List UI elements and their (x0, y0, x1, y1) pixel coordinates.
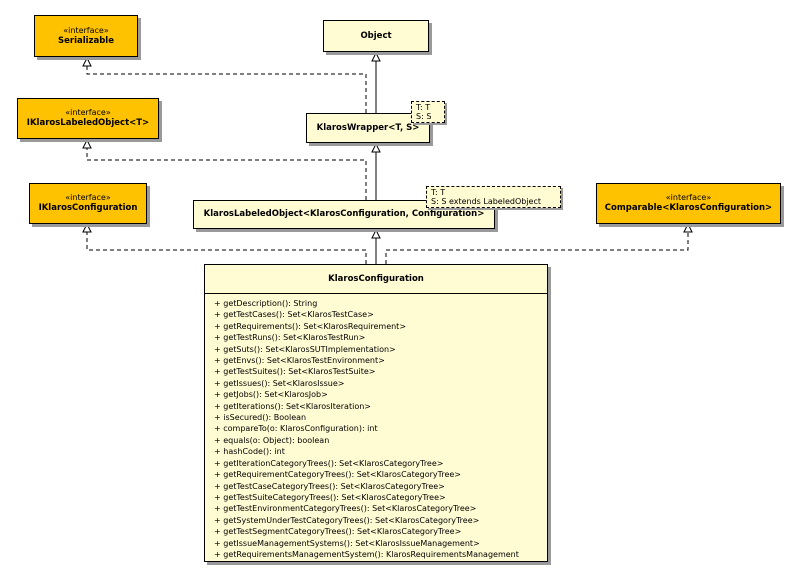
method-item: + getIssueManagementSystems(): Set<Klaro… (214, 538, 480, 548)
method-item: + compareTo(o: KlarosConfiguration): int (214, 424, 378, 434)
method-item: + getIterationCategoryTrees(): Set<Klaro… (214, 458, 444, 468)
serializable-name: Serializable (57, 36, 114, 46)
iklaros-configuration-name: IKlarosConfiguration (38, 203, 138, 213)
klaros-wrapper-class: KlarosWrapper<T, S> (306, 113, 430, 143)
method-item: + getTestSuiteCategoryTrees(): Set<Klaro… (214, 492, 446, 502)
wrapper-type-parameters: T: T S: S (411, 101, 445, 123)
object-class: Object (323, 20, 429, 52)
comparable-name: Comparable<KlarosConfiguration> (604, 203, 773, 213)
method-item: + hashCode(): int (214, 447, 285, 457)
iklaros-labeled-object-name: IKlarosLabeledObject<T> (26, 118, 150, 128)
iklaros-labeled-object-interface: «interface» IKlarosLabeledObject<T> (17, 98, 159, 139)
type-param-s: S: S (416, 112, 432, 121)
klaros-configuration-name: KlarosConfiguration (328, 273, 424, 284)
type-param-s: S: S extends LabeledObject (431, 197, 542, 206)
type-param-t: T: T (431, 188, 446, 197)
method-item: + getRequirementsManagementSystem(): Kla… (214, 549, 519, 559)
method-item: + getRequirements(): Set<KlarosRequireme… (214, 321, 407, 331)
method-item: + isSecured(): Boolean (214, 413, 307, 423)
config-realizes-comparable (385, 224, 688, 264)
stereotype-label: «interface» (65, 193, 111, 202)
method-item: + getRequirementCategoryTrees(): Set<Kla… (214, 470, 461, 480)
method-item: + getTestCases(): Set<KlarosTestCase> (214, 310, 374, 320)
object-name: Object (360, 30, 392, 41)
klaros-labeled-object-name: KlarosLabeledObject<KlarosConfiguration,… (203, 209, 485, 219)
stereotype-label: «interface» (63, 26, 109, 35)
config-realizes-iklarosconfig (87, 224, 367, 264)
klaros-configuration-class: KlarosConfiguration + getDescription(): … (204, 264, 548, 562)
labeled-object-type-parameters: T: T S: S extends LabeledObject (426, 186, 561, 208)
method-item: + getTestSegmentCategoryTrees(): Set<Kla… (214, 527, 462, 537)
method-item: + getTestRuns(): Set<KlarosTestRun> (214, 333, 366, 343)
stereotype-label: «interface» (65, 108, 111, 117)
serializable-interface: «interface» Serializable (34, 15, 138, 57)
method-item: + getSystemUnderTestCategoryTrees(): Set… (214, 515, 480, 525)
method-item: + getEnvs(): Set<KlarosTestEnvironment> (214, 356, 385, 366)
method-item: + getSuts(): Set<KlarosSUTImplementation… (214, 344, 396, 354)
method-list: + getDescription(): String + getTestCase… (205, 294, 547, 560)
method-item: + getTestEnvironmentCategoryTrees(): Set… (214, 504, 477, 514)
method-item: + getIterations(): Set<KlarosIteration> (214, 401, 371, 411)
method-item: + getIssues(): Set<KlarosIssue> (214, 378, 345, 388)
type-param-t: T: T (416, 103, 431, 112)
stereotype-label: «interface» (665, 193, 712, 202)
klaros-wrapper-name: KlarosWrapper<T, S> (316, 122, 420, 133)
comparable-interface: «interface» Comparable<KlarosConfigurati… (596, 183, 781, 224)
iklaros-configuration-interface: «interface» IKlarosConfiguration (29, 183, 147, 224)
method-item: + getJobs(): Set<KlarosJob> (214, 390, 328, 400)
method-item: + getDescription(): String (214, 299, 318, 308)
class-header: KlarosConfiguration (205, 265, 547, 294)
method-item: + equals(o: Object): boolean (214, 435, 330, 445)
method-item: + getTestCaseCategoryTrees(): Set<Klaros… (214, 481, 445, 491)
method-item: + getTestSuites(): Set<KlarosTestSuite> (214, 367, 376, 377)
labeled-realizes-iklaroslabeled (87, 140, 367, 200)
wrapper-realizes-serializable (87, 58, 367, 113)
